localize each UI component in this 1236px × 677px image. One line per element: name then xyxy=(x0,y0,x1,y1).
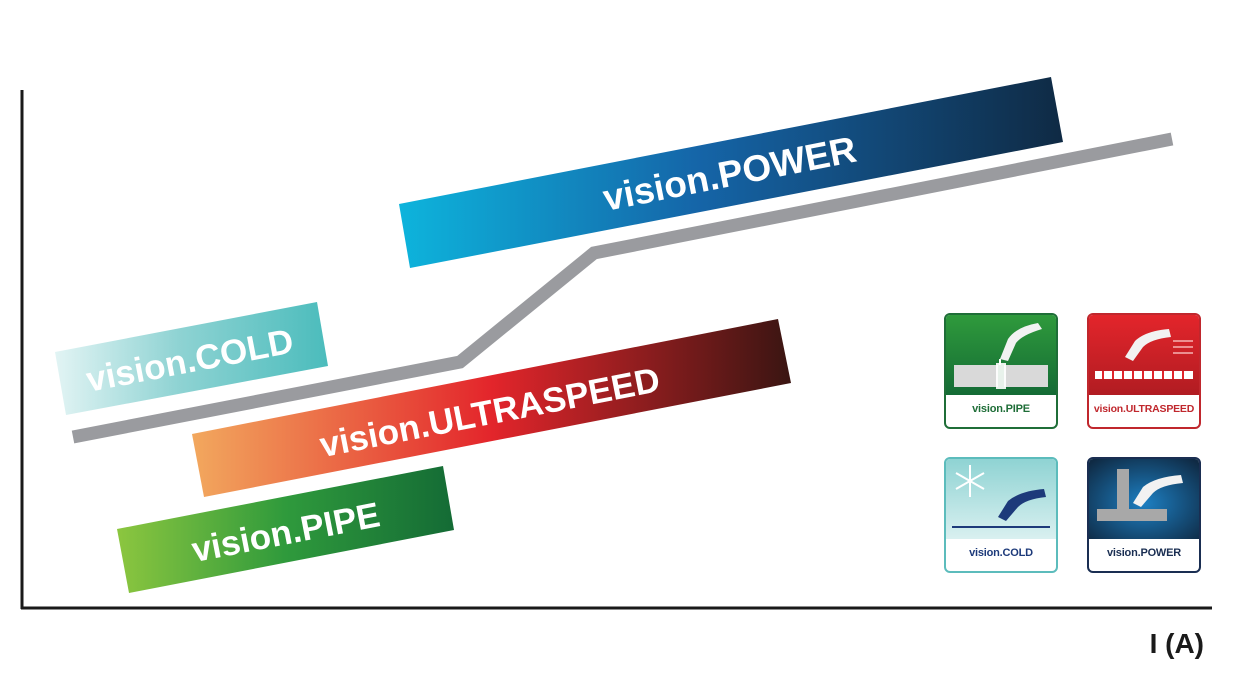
icon-card-ultraspeed-label: vision.ULTRASPEED xyxy=(1093,403,1195,415)
icon-card-pipe-label: vision.PIPE xyxy=(972,403,1030,415)
ultraspeed-process-icon xyxy=(1089,315,1199,395)
power-process-icon xyxy=(1089,459,1199,539)
trend-line xyxy=(71,132,1174,444)
icon-card-cold-label: vision.COLD xyxy=(969,547,1033,559)
cold-process-icon xyxy=(946,459,1056,539)
icon-card-power: vision.POWER xyxy=(1087,457,1201,573)
icon-card-power-label: vision.POWER xyxy=(1107,547,1181,559)
icon-card-cold: vision.COLD xyxy=(944,457,1058,573)
icon-card-ultraspeed: vision.ULTRASPEED xyxy=(1087,313,1201,429)
band-pipe: vision.PIPE xyxy=(117,466,454,593)
pipe-process-icon xyxy=(946,315,1056,395)
x-axis-label: I (A) xyxy=(1149,628,1204,659)
snowflake-icon xyxy=(955,465,985,497)
band-power: vision.POWER xyxy=(399,77,1063,268)
icon-card-pipe: vision.PIPE xyxy=(944,313,1058,429)
